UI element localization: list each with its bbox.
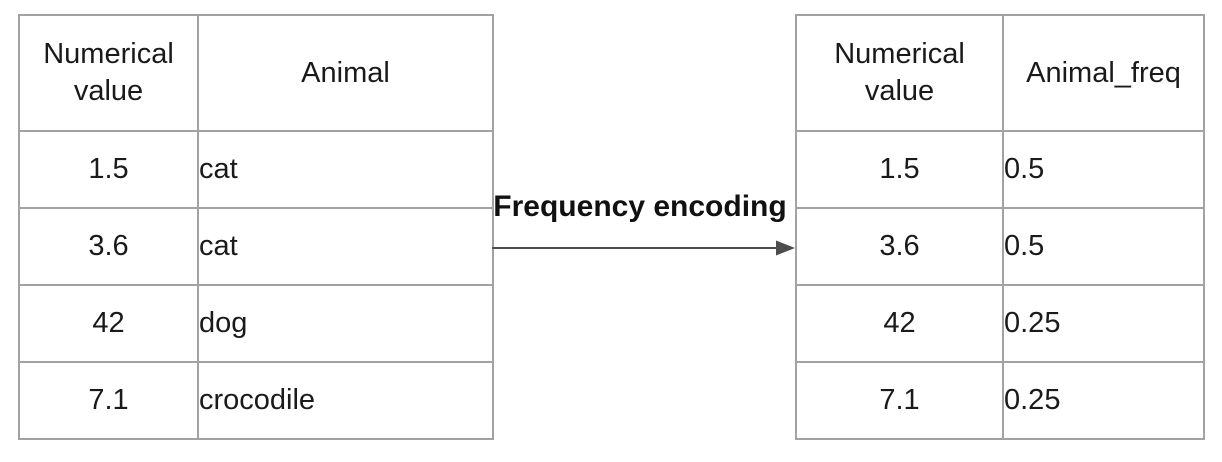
table-row: 42 dog	[18, 284, 494, 363]
column-header-label: Animal	[301, 56, 390, 89]
transform-label: Frequency encoding	[493, 190, 787, 223]
table-row: 7.1 0.25	[795, 361, 1205, 440]
cell-animal-freq: 0.25	[1002, 284, 1205, 363]
table-row: 7.1 crocodile	[18, 361, 494, 440]
table-row: 3.6 0.5	[795, 207, 1205, 286]
cell-animal: cat	[197, 130, 494, 209]
table-header-row: Numerical value Animal_freq	[795, 14, 1205, 132]
cell-numerical-value: 3.6	[18, 207, 199, 286]
cell-animal-freq: 0.25	[1002, 361, 1205, 440]
cell-numerical-value: 7.1	[795, 361, 1004, 440]
cell-animal-freq: 0.5	[1002, 207, 1205, 286]
column-header-numerical-value: Numerical value	[795, 14, 1004, 132]
cell-animal: dog	[197, 284, 494, 363]
table-row: 1.5 0.5	[795, 130, 1205, 209]
table-row: 3.6 cat	[18, 207, 494, 286]
cell-numerical-value: 42	[18, 284, 199, 363]
column-header-label: Numerical value	[834, 38, 965, 107]
table-header-row: Numerical value Animal	[18, 14, 494, 132]
cell-animal: cat	[197, 207, 494, 286]
cell-numerical-value: 42	[795, 284, 1004, 363]
table-row: 42 0.25	[795, 284, 1205, 363]
column-header-numerical-value: Numerical value	[18, 14, 199, 132]
column-header-label: Animal_freq	[1026, 56, 1181, 89]
cell-numerical-value: 3.6	[795, 207, 1004, 286]
encoded-data-table: Numerical value Animal_freq 1.5 0.5 3.6 …	[795, 14, 1205, 440]
original-data-table: Numerical value Animal 1.5 cat 3.6 cat 4…	[18, 14, 494, 440]
table-row: 1.5 cat	[18, 130, 494, 209]
cell-animal: crocodile	[197, 361, 494, 440]
cell-numerical-value: 7.1	[18, 361, 199, 440]
cell-animal-freq: 0.5	[1002, 130, 1205, 209]
cell-numerical-value: 1.5	[18, 130, 199, 209]
column-header-animal-freq: Animal_freq	[1002, 14, 1205, 132]
right-arrow-icon	[492, 240, 795, 256]
cell-numerical-value: 1.5	[795, 130, 1004, 209]
column-header-label: Numerical value	[43, 38, 174, 107]
column-header-animal: Animal	[197, 14, 494, 132]
